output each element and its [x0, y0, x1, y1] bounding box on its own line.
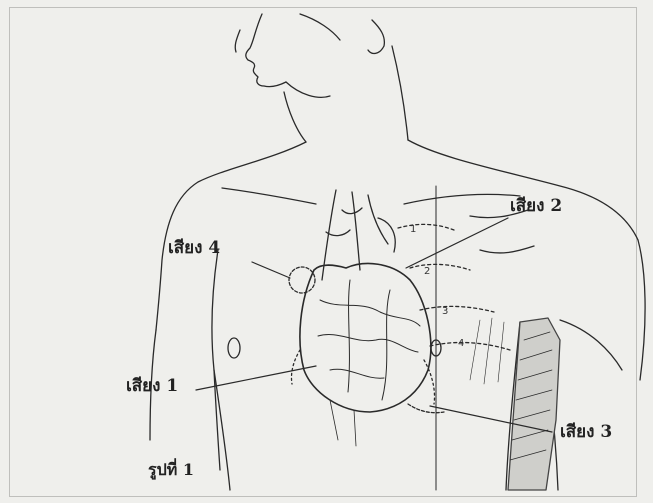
label-sound-1: เสียง 1: [126, 378, 178, 395]
right-armpit: [560, 320, 622, 370]
torso-left: [214, 370, 230, 490]
rib-1: [398, 224, 454, 230]
right-shoulder: [408, 140, 638, 240]
heart-detail: [318, 280, 420, 400]
right-arm-line: [638, 240, 645, 380]
rib-number-1: 1: [410, 224, 416, 235]
jaw-outline: [286, 82, 330, 97]
head-back: [300, 14, 340, 40]
pointer-sound-2: [406, 218, 508, 268]
left-arm-inner: [212, 250, 220, 470]
figure-caption: รูปที่ 1: [148, 462, 194, 478]
right-clavicle: [404, 194, 520, 204]
rib-number-2: 2: [424, 266, 430, 277]
neck-right: [392, 46, 408, 140]
rib-4: [430, 343, 510, 350]
sound-4-marker: [289, 267, 315, 293]
shaded-region: [508, 318, 560, 490]
left-shoulder: [156, 142, 306, 330]
label-sound-4: เสียง 4: [168, 240, 220, 257]
face-outline: [246, 14, 286, 87]
heart-outline: [300, 264, 431, 412]
rib-number-4: 4: [458, 338, 464, 349]
label-sound-3: เสียง 3: [560, 424, 612, 441]
label-sound-2: เสียง 2: [510, 198, 562, 215]
left-nipple: [228, 338, 240, 358]
rib-number-3: 3: [442, 306, 448, 317]
rib-3: [420, 306, 494, 312]
rib-2: [410, 264, 470, 270]
pointer-sound-4: [252, 262, 290, 278]
ear: [368, 20, 384, 53]
left-clavicle: [222, 188, 316, 204]
neck-left: [284, 92, 306, 142]
